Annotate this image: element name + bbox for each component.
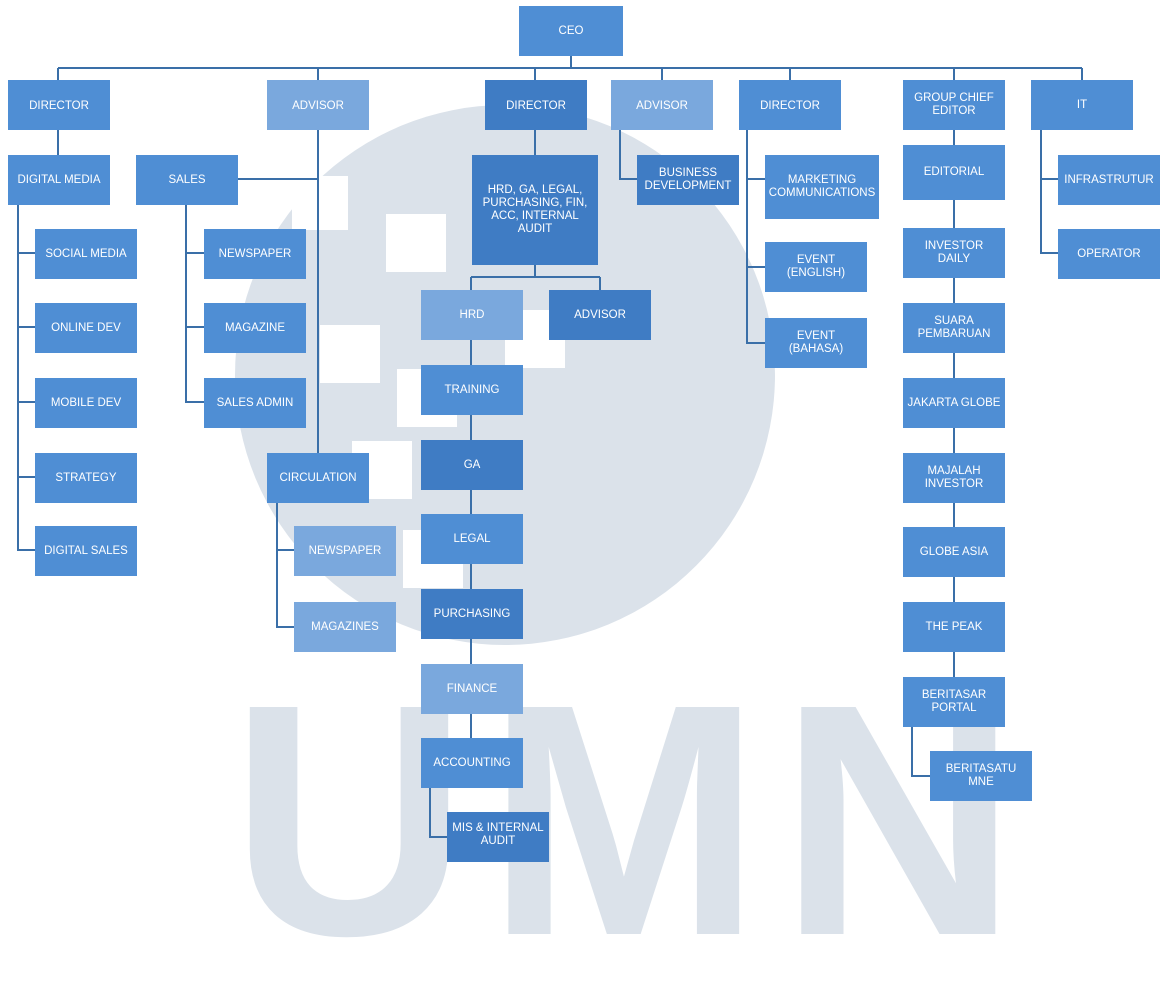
org-node-advisor: ADVISOR: [611, 80, 713, 130]
org-node-suara-pembaruan: SUARA PEMBARUAN: [903, 303, 1005, 353]
org-node-advisor: ADVISOR: [549, 290, 651, 340]
org-node-editorial: EDITORIAL: [903, 145, 1005, 200]
org-node-strategy: STRATEGY: [35, 453, 137, 503]
org-node-group-chief-editor: GROUP CHIEF EDITOR: [903, 80, 1005, 130]
org-node-jakarta-globe: JAKARTA GLOBE: [903, 378, 1005, 428]
org-node-director: DIRECTOR: [739, 80, 841, 130]
org-node-advisor: ADVISOR: [267, 80, 369, 130]
watermark-square: [292, 176, 348, 230]
org-node-circulation-newspaper: NEWSPAPER: [294, 526, 396, 576]
org-node-director: DIRECTOR: [485, 80, 587, 130]
connector-lines: [17, 55, 1083, 838]
org-node-ga: GA: [421, 440, 523, 490]
org-node-event-english: EVENT (ENGLISH): [765, 242, 867, 292]
org-node-event-bahasa: EVENT (BAHASA): [765, 318, 867, 368]
org-node-infrastrutur: INFRASTRUTUR: [1058, 155, 1160, 205]
org-node-circulation-magazines: MAGAZINES: [294, 602, 396, 652]
org-node-digital-sales: DIGITAL SALES: [35, 526, 137, 576]
watermark-square: [320, 325, 380, 383]
org-node-finance: FINANCE: [421, 664, 523, 714]
watermark-square: [386, 214, 446, 272]
org-node-it: IT: [1031, 80, 1133, 130]
org-node-sales-newspaper: NEWSPAPER: [204, 229, 306, 279]
org-node-operator: OPERATOR: [1058, 229, 1160, 279]
org-node-marketing-communications: MARKETING COMMUNICATIONS: [765, 155, 879, 219]
org-node-sales: SALES: [136, 155, 238, 205]
org-node-accounting: ACCOUNTING: [421, 738, 523, 788]
org-node-digital-media: DIGITAL MEDIA: [8, 155, 110, 205]
org-node-beritasar-portal: BERITASAR PORTAL: [903, 677, 1005, 727]
org-node-circulation: CIRCULATION: [267, 453, 369, 503]
org-node-legal: LEGAL: [421, 514, 523, 564]
org-node-business-development: BUSINESS DEVELOPMENT: [637, 155, 739, 205]
org-node-majalah-investor: MAJALAH INVESTOR: [903, 453, 1005, 503]
watermark-text: UMN: [230, 635, 1036, 1004]
org-node-sales-admin: SALES ADMIN: [204, 378, 306, 428]
org-node-ceo: CEO: [519, 6, 623, 56]
org-node-director: DIRECTOR: [8, 80, 110, 130]
org-node-investor-daily: INVESTOR DAILY: [903, 228, 1005, 278]
org-node-training: TRAINING: [421, 365, 523, 415]
org-node-mis-internal-audit: MIS & INTERNAL AUDIT: [447, 812, 549, 862]
org-node-hrd: HRD: [421, 290, 523, 340]
org-node-purchasing: PURCHASING: [421, 589, 523, 639]
org-node-online-dev: ONLINE DEV: [35, 303, 137, 353]
org-node-hrd-group: HRD, GA, LEGAL, PURCHASING, FIN, ACC, IN…: [472, 155, 598, 265]
org-node-beritasatu-mne: BERITASATU MNE: [930, 751, 1032, 801]
org-node-sales-magazine: MAGAZINE: [204, 303, 306, 353]
org-node-the-peak: THE PEAK: [903, 602, 1005, 652]
org-node-mobile-dev: MOBILE DEV: [35, 378, 137, 428]
org-node-social-media: SOCIAL MEDIA: [35, 229, 137, 279]
org-node-globe-asia: GLOBE ASIA: [903, 527, 1005, 577]
